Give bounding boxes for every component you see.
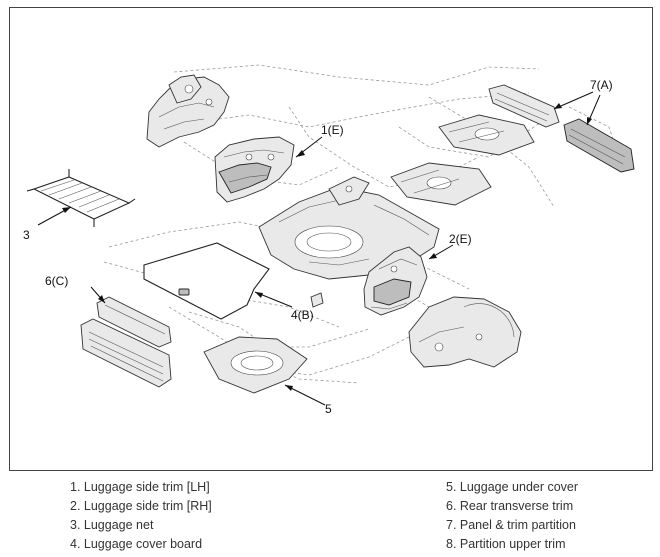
callout-2: 2(E)	[449, 232, 472, 246]
legend-item: 3. Luggage net	[70, 518, 154, 532]
partition-upper-trim-left	[146, 74, 230, 148]
callout-5: 5	[325, 402, 332, 416]
callout-4: 4(B)	[291, 308, 314, 322]
legend-column-left: 1. Luggage side trim [LH] 2. Luggage sid…	[70, 478, 212, 554]
legend-item: 1. Luggage side trim [LH]	[70, 480, 210, 494]
panel-trim-partition	[488, 84, 635, 173]
parts-legend: 1. Luggage side trim [LH] 2. Luggage sid…	[0, 478, 660, 557]
legend-item: 7. Panel & trim partition	[446, 518, 576, 532]
legend-item: 6. Rear transverse trim	[446, 499, 574, 513]
callout-leaders	[37, 91, 601, 406]
exploded-view-diagram: 1(E) 2(E) 3 4(B) 5 6(C) 7(A)	[23, 64, 635, 416]
luggage-cover-board	[143, 242, 270, 320]
partition-upper-trim-right	[408, 296, 522, 368]
luggage-net	[26, 169, 136, 227]
legend-item: 5. Luggage under cover	[446, 480, 579, 494]
luggage-side-trim-lh	[214, 136, 295, 203]
callout-7: 7(A)	[590, 78, 613, 92]
legend-item: 8. Partition upper trim	[446, 537, 566, 551]
luggage-floor-panels	[390, 114, 535, 206]
fastener-clip	[310, 292, 324, 308]
legend-item: 2. Luggage side trim [RH]	[70, 499, 212, 513]
luggage-under-cover	[203, 336, 308, 394]
callout-6: 6(C)	[45, 274, 68, 288]
legend-item: 4. Luggage cover board	[70, 537, 203, 551]
callout-3: 3	[23, 228, 30, 242]
rear-transverse-trim	[80, 296, 172, 388]
luggage-side-trim-rh	[363, 246, 428, 316]
callout-1: 1(E)	[321, 123, 344, 137]
legend-column-right: 5. Luggage under cover 6. Rear transvers…	[446, 478, 578, 554]
